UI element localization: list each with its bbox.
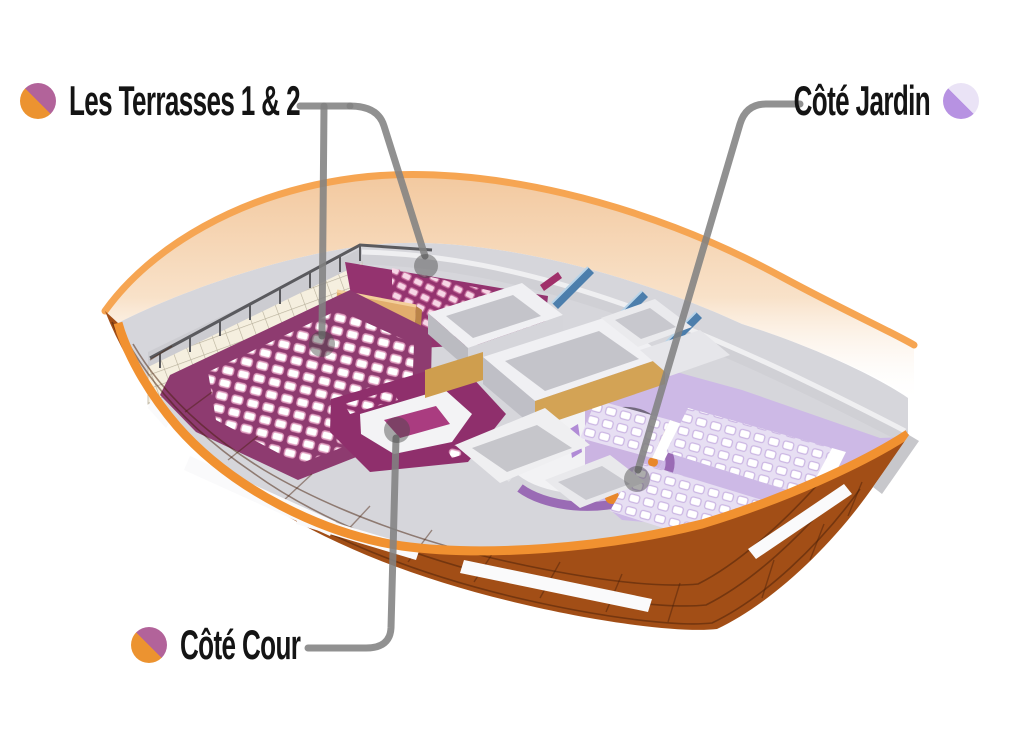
hull bbox=[105, 311, 919, 630]
orange-post bbox=[648, 457, 658, 467]
endpoint-terrace-1 bbox=[309, 331, 335, 357]
outer-wall-orange-rim bbox=[101, 171, 918, 349]
endpoint-cour bbox=[384, 417, 410, 443]
pointer-endpoints bbox=[309, 254, 650, 492]
legend-jardin: Côté Jardin bbox=[710, 80, 979, 122]
two-tone-circle-icon bbox=[20, 83, 56, 119]
legend-cour: Côté Cour bbox=[131, 624, 374, 666]
pointer-terrace-2 bbox=[346, 102, 429, 260]
endpoint-jardin bbox=[624, 466, 650, 492]
pointer-terrace-1 bbox=[318, 102, 328, 340]
ochre-front-wall bbox=[535, 357, 665, 428]
two-tone-circle-icon bbox=[943, 83, 979, 119]
central-rooms bbox=[425, 283, 730, 508]
hull-gray-edge bbox=[873, 435, 919, 494]
railing-posts bbox=[159, 246, 361, 368]
pointer-jardin bbox=[634, 100, 804, 474]
pointer-cour bbox=[304, 434, 400, 652]
parapet bbox=[148, 248, 362, 367]
outer-wall-band bbox=[101, 171, 918, 398]
ochre-wall bbox=[425, 352, 483, 398]
legend-terrasses: Les Terrasses 1 & 2 bbox=[20, 80, 441, 122]
two-tone-circle-icon bbox=[131, 627, 167, 663]
endpoint-terrace-2 bbox=[414, 254, 438, 278]
railing bbox=[149, 243, 433, 360]
pointer-lines bbox=[296, 100, 804, 652]
back-wall bbox=[361, 249, 908, 443]
hull-orange-rim bbox=[113, 321, 911, 556]
legend-jardin-label: Côté Jardin bbox=[793, 77, 931, 124]
legend-terrasses-label: Les Terrasses 1 & 2 bbox=[69, 77, 301, 124]
legend-cour-label: Côté Cour bbox=[180, 621, 301, 668]
